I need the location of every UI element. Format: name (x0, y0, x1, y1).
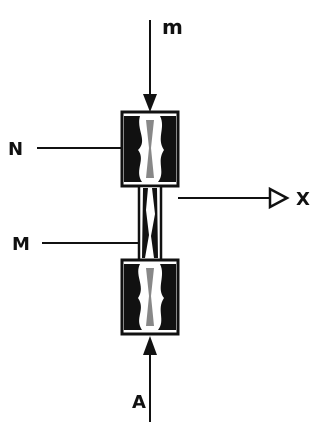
output-arrow (178, 186, 290, 210)
lower-block (120, 258, 180, 336)
connector-tube (137, 184, 163, 262)
top-input-label: m (162, 15, 183, 39)
upper-block-label: N (8, 139, 23, 160)
connector-label: M (12, 234, 30, 255)
bottom-input-arrow (143, 336, 157, 422)
output-label: X (296, 189, 310, 210)
bottom-input-label: A (132, 392, 146, 413)
top-input-arrow (143, 20, 157, 112)
upper-block (120, 110, 180, 188)
